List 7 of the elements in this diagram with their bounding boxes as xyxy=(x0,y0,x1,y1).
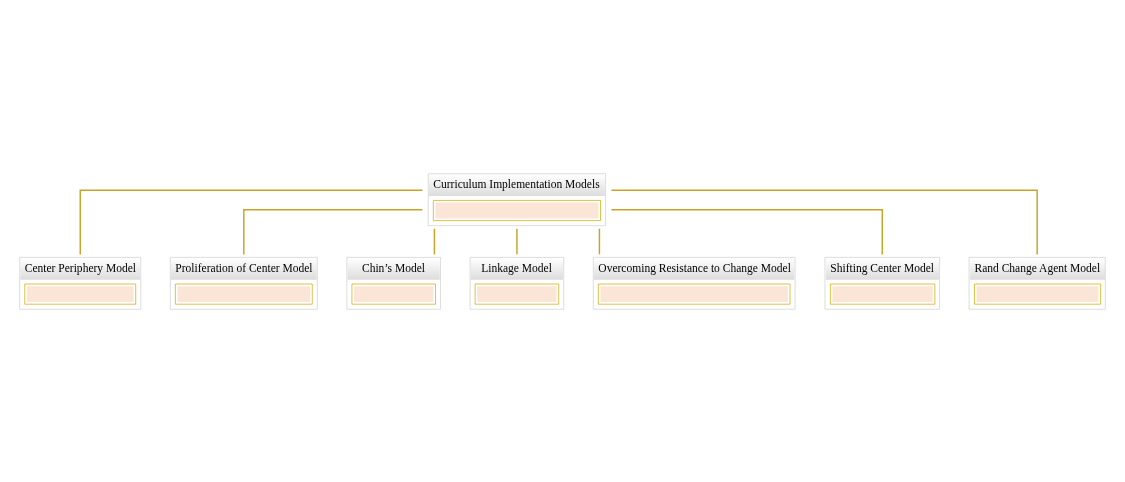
connector xyxy=(610,189,1038,255)
connector xyxy=(610,208,883,255)
connector xyxy=(79,189,424,255)
connector xyxy=(433,227,436,255)
connector xyxy=(598,227,601,255)
connector xyxy=(243,208,424,255)
connector xyxy=(516,227,518,255)
